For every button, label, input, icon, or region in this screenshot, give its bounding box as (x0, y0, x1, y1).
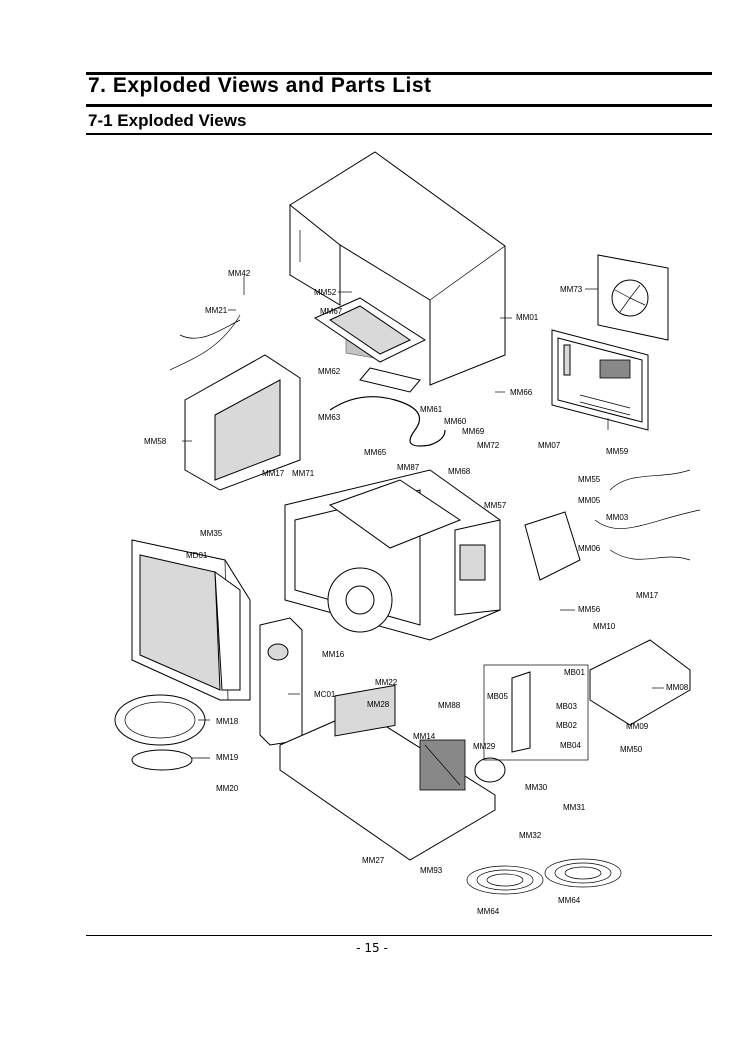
part-label: MM71 (292, 469, 315, 478)
page-number: - 15 - (356, 941, 388, 955)
grill-rack-left (466, 865, 544, 895)
part-label: MM67 (320, 307, 343, 316)
heater-element (329, 396, 446, 447)
part-label: MB03 (556, 702, 577, 711)
page-title: 7. Exploded Views and Parts List (88, 74, 432, 97)
part-label: MM66 (510, 388, 533, 397)
wire-harness-left (169, 314, 241, 371)
part-label: MM73 (560, 285, 583, 294)
grill-rack-right (544, 858, 622, 888)
fan-duct (597, 254, 669, 341)
part-label: MM21 (205, 306, 228, 315)
part-label: MM09 (626, 722, 649, 731)
part-label: MM50 (620, 745, 643, 754)
part-label: MM63 (318, 413, 341, 422)
part-label: MM62 (318, 367, 341, 376)
part-label: MM56 (578, 605, 601, 614)
part-label: MM28 (367, 700, 390, 709)
part-label: MM72 (477, 441, 500, 450)
part-label: MM30 (525, 783, 548, 792)
turntable (114, 694, 206, 771)
part-label: MM60 (444, 417, 467, 426)
leader-lines (182, 276, 664, 759)
part-label: MM52 (314, 288, 337, 297)
part-label: MM57 (484, 501, 507, 510)
oven-cavity (284, 469, 501, 641)
part-label: MM65 (364, 448, 387, 457)
part-label: MM27 (362, 856, 385, 865)
part-label: MM58 (144, 437, 167, 446)
part-label: MM19 (216, 753, 239, 762)
part-label: MM29 (473, 742, 496, 751)
part-label: MM14 (413, 732, 436, 741)
part-label: MB01 (564, 668, 585, 677)
part-label: MM20 (216, 784, 239, 793)
part-label: MM03 (606, 513, 629, 522)
footer-rule (86, 935, 712, 936)
part-label: MB02 (556, 721, 577, 730)
part-label: MC01 (314, 690, 336, 699)
part-label: MM61 (420, 405, 443, 414)
part-label: MM87 (397, 463, 420, 472)
part-label: MM32 (519, 831, 542, 840)
base-plate (279, 684, 496, 861)
part-label: MM06 (578, 544, 601, 553)
interlock-group-box (483, 664, 589, 761)
part-label: MM69 (462, 427, 485, 436)
fan-motor (524, 511, 581, 581)
vent-plate (313, 297, 427, 393)
title-top-rule (86, 72, 712, 75)
part-label: MM55 (578, 475, 601, 484)
part-label: MM01 (516, 313, 539, 322)
part-label: MM07 (538, 441, 561, 450)
hv-transformer (419, 739, 466, 791)
part-label: MB04 (560, 741, 581, 750)
waveguide-cover (259, 617, 303, 746)
door-assembly (131, 539, 251, 701)
part-label: MM16 (322, 650, 345, 659)
capacitor (474, 757, 506, 783)
part-label: MM22 (375, 678, 398, 687)
part-label: MD01 (186, 551, 208, 560)
part-label: MM08 (666, 683, 689, 692)
part-label: MM88 (438, 701, 461, 710)
title-bottom-rule (86, 104, 712, 107)
part-label: MM93 (420, 866, 443, 875)
part-label: MB05 (487, 692, 508, 701)
part-label: MM05 (578, 496, 601, 505)
section-rule (86, 133, 712, 135)
part-label: MM17 (636, 591, 659, 600)
magnetron (589, 639, 691, 726)
part-label: MM64 (558, 896, 581, 905)
part-label: MM18 (216, 717, 239, 726)
part-label: MM64 (477, 907, 500, 916)
part-label: MM59 (606, 447, 629, 456)
control-panel (551, 329, 649, 431)
part-label: MM68 (448, 467, 471, 476)
part-label: MM31 (563, 803, 586, 812)
section-title: 7-1 Exploded Views (88, 111, 247, 130)
part-label: MM10 (593, 622, 616, 631)
wire-harness-right (594, 469, 701, 561)
part-label: MM42 (228, 269, 251, 278)
part-label: MM17 (262, 469, 285, 478)
latch-board (511, 671, 531, 753)
side-panel (184, 354, 301, 491)
part-label: MM35 (200, 529, 223, 538)
